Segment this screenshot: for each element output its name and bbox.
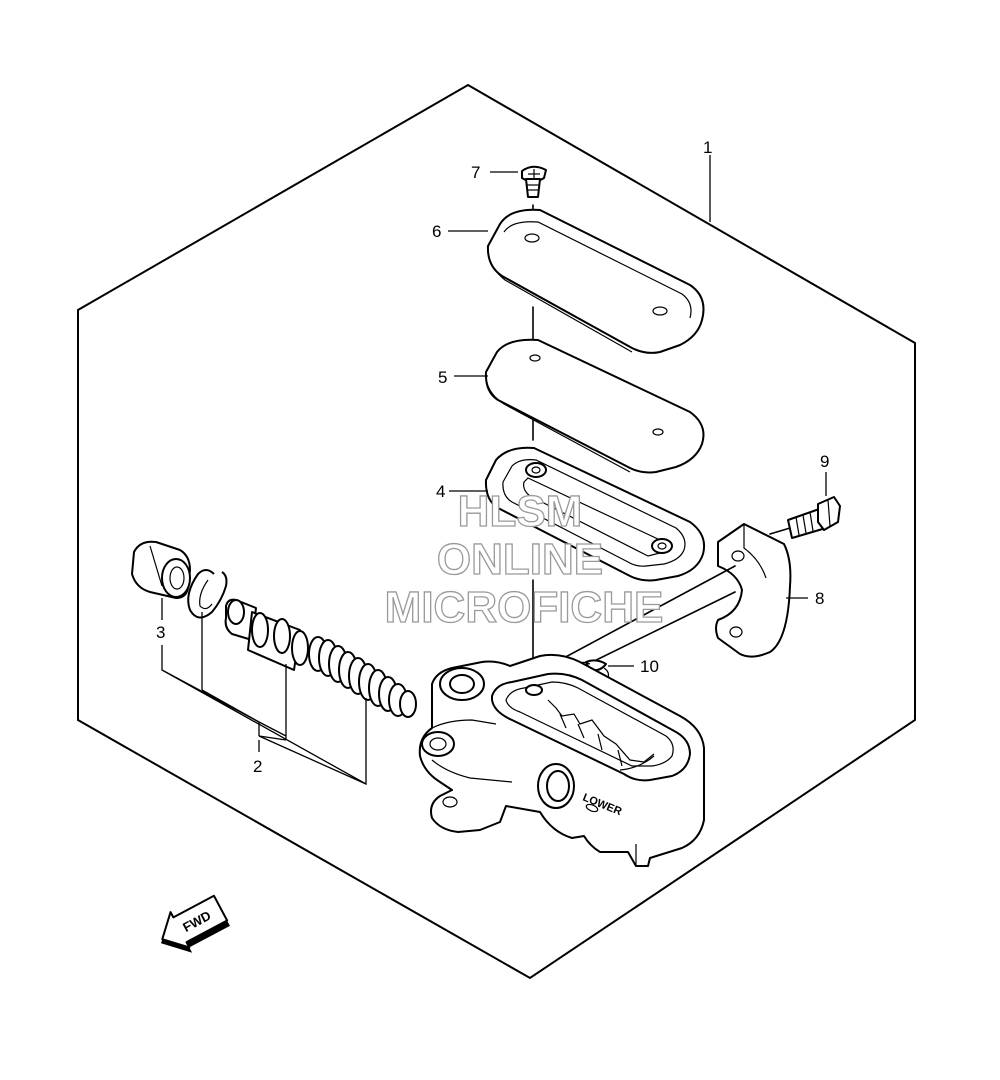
callout-8: 8: [815, 589, 824, 608]
bolt-part-9[interactable]: [787, 496, 841, 539]
callout-4: 4: [436, 482, 445, 501]
reservoir-cap-part-6[interactable]: [486, 208, 705, 354]
callout-5: 5: [438, 368, 447, 387]
master-cylinder-body[interactable]: LOWER: [418, 653, 705, 867]
watermark-line-3: MICROFICHE: [385, 583, 664, 632]
callout-9: 9: [820, 452, 829, 471]
clamp-alignment-line-lower: [579, 591, 736, 669]
callout-6: 6: [432, 222, 441, 241]
assembly-frame: [77, 83, 916, 980]
watermark: HLSM ONLINE MICROFICHE: [384, 486, 664, 632]
clamp-part-8[interactable]: [715, 523, 792, 658]
callout-3: 3: [156, 623, 165, 642]
callout-2: 2: [253, 757, 262, 776]
plate-part-5[interactable]: [484, 338, 705, 474]
watermark-line-2: ONLINE: [437, 535, 603, 584]
diaphragm-part-4[interactable]: [484, 446, 706, 691]
group-bracket-lines: [161, 612, 367, 786]
watermark-line-1: HLSM: [458, 487, 583, 536]
clamp-alignment-line-upper: [559, 565, 736, 661]
piston-spring-part[interactable]: [224, 598, 417, 718]
fwd-arrow-icon: FWD: [161, 894, 230, 953]
callout-1: 1: [703, 138, 712, 157]
circlip-part[interactable]: [187, 569, 228, 619]
boot-part-3[interactable]: [131, 540, 191, 599]
callout-7: 7: [471, 163, 480, 182]
callout-10: 10: [640, 657, 659, 676]
